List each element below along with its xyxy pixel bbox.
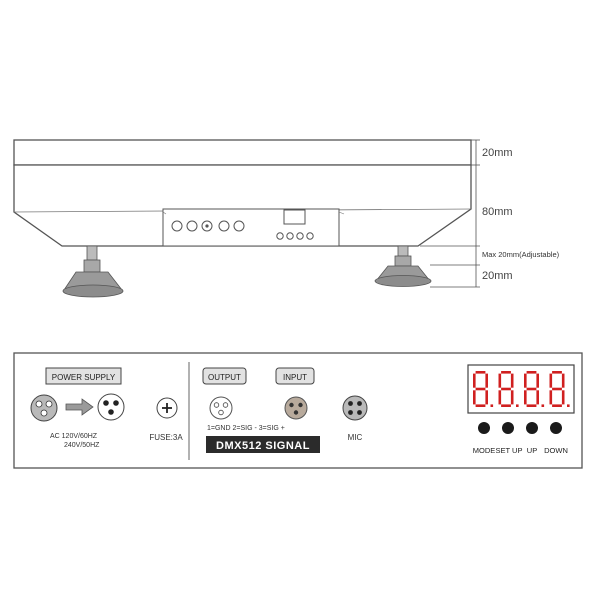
side-connectors bbox=[171, 220, 245, 232]
digit-1-segment-3 bbox=[475, 404, 486, 407]
digit-2-segment-6 bbox=[498, 390, 502, 405]
setup-button[interactable] bbox=[502, 422, 514, 434]
digit-3-segment-1 bbox=[526, 371, 537, 374]
digit-1-segment-4 bbox=[473, 373, 476, 388]
digit-3-segment-4 bbox=[524, 373, 527, 388]
fuse-label: FUSE:3A bbox=[149, 433, 183, 442]
digit-4-decimal-point bbox=[567, 404, 570, 407]
output-label: OUTPUT bbox=[208, 373, 241, 382]
top-lid bbox=[13, 139, 472, 166]
left-foot bbox=[62, 245, 124, 298]
input-label: INPUT bbox=[283, 373, 307, 382]
digit-1-segment-6 bbox=[473, 390, 476, 405]
dim-body-height: 80mm bbox=[482, 206, 513, 218]
power-supply-badge bbox=[45, 367, 122, 385]
pin-legend: 1=GND 2=SIG - 3=SIG + bbox=[207, 425, 285, 432]
digit-4-segment-2 bbox=[552, 387, 562, 391]
rear-panel: POWER SUPPLY AC 120V/60HZ 240V/50HZ FUSE… bbox=[13, 352, 583, 469]
input-badge bbox=[275, 367, 315, 385]
side-connector-4 bbox=[218, 220, 230, 232]
mic-label: MIC bbox=[348, 433, 363, 442]
digit-3-segment-7 bbox=[536, 390, 539, 405]
up-button-label: UP bbox=[527, 446, 537, 455]
down-button[interactable] bbox=[550, 422, 562, 434]
dmx-signal-badge bbox=[206, 436, 320, 453]
power-socket-icon bbox=[97, 393, 125, 421]
voltage-line-1: AC 120V/60HZ bbox=[50, 433, 98, 440]
up-button[interactable] bbox=[526, 422, 538, 434]
setup-button-label: SET UP bbox=[496, 446, 523, 455]
side-connector-2 bbox=[186, 220, 198, 232]
digit-3-segment-6 bbox=[524, 390, 527, 405]
digit-3-segment-2 bbox=[526, 387, 537, 391]
digit-1-segment-5 bbox=[485, 373, 488, 388]
digit-2-segment-4 bbox=[498, 373, 502, 388]
arrow-right-icon bbox=[65, 398, 94, 416]
right-foot bbox=[374, 245, 432, 287]
digit-1-segment-1 bbox=[475, 371, 486, 374]
dmx-signal-label: DMX512 SIGNAL bbox=[216, 440, 310, 452]
digit-2-decimal-point bbox=[516, 404, 519, 407]
voltage-line-2: 240V/50HZ bbox=[64, 442, 100, 449]
dim-leg-adjust: Max 20mm(Adjustable) bbox=[482, 250, 560, 259]
side-connector-5 bbox=[233, 220, 245, 232]
digit-3-segment-3 bbox=[526, 404, 537, 407]
mic-connector-icon bbox=[342, 395, 368, 421]
digit-4-segment-1 bbox=[552, 371, 562, 374]
fuse-icon bbox=[156, 397, 178, 419]
output-badge bbox=[202, 367, 247, 385]
digit-2-segment-1 bbox=[501, 371, 511, 374]
digit-1-segment-2 bbox=[475, 387, 486, 391]
power-plug-icon bbox=[30, 394, 58, 422]
side-connector-1 bbox=[171, 220, 183, 232]
dim-foot-height: 20mm bbox=[482, 270, 513, 282]
dmx-output-connector-icon bbox=[209, 396, 233, 420]
digit-3-segment-5 bbox=[536, 373, 539, 388]
dimension-lines: 20mm 80mm Max 20mm(Adjustable) 20mm bbox=[420, 139, 560, 288]
led-digits bbox=[473, 371, 570, 407]
digit-2-segment-7 bbox=[510, 390, 514, 405]
digit-1-segment-7 bbox=[485, 390, 488, 405]
side-display bbox=[283, 209, 306, 225]
digit-3-decimal-point bbox=[541, 404, 545, 407]
digit-2-segment-5 bbox=[510, 373, 514, 388]
digit-2-segment-2 bbox=[501, 387, 511, 391]
side-buttons bbox=[276, 232, 314, 240]
digit-4-segment-3 bbox=[552, 404, 562, 407]
dim-top-height: 20mm bbox=[482, 147, 513, 159]
digit-4-segment-7 bbox=[561, 390, 565, 405]
digit-4-segment-6 bbox=[549, 390, 553, 405]
control-buttons bbox=[478, 422, 562, 434]
digit-1-decimal-point bbox=[490, 404, 494, 407]
digit-4-segment-5 bbox=[561, 373, 565, 388]
down-button-label: DOWN bbox=[544, 446, 568, 455]
digit-2-segment-3 bbox=[501, 404, 511, 407]
digit-4-segment-4 bbox=[549, 373, 553, 388]
mode-button[interactable] bbox=[478, 422, 490, 434]
mode-button-label: MODE bbox=[473, 446, 496, 455]
side-view bbox=[13, 139, 472, 298]
dmx-input-connector-icon bbox=[284, 396, 308, 420]
power-supply-label: POWER SUPPLY bbox=[52, 373, 116, 382]
